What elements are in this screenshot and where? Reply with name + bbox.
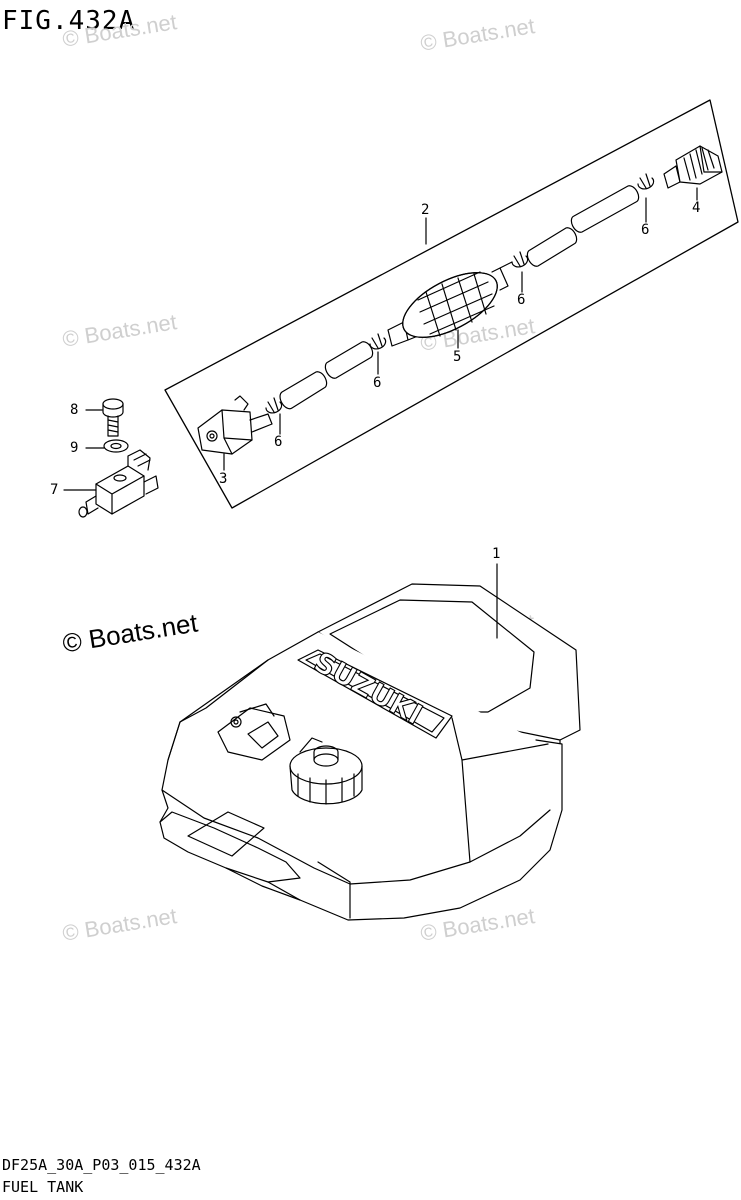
fitting-part-7	[78, 449, 159, 518]
callout-4: 4	[692, 200, 701, 216]
connector-part-4	[663, 145, 723, 189]
callout-3: 3	[219, 471, 228, 487]
drawing-name: FUEL TANK	[2, 1178, 84, 1196]
hose-section	[526, 227, 578, 267]
washer-part-9	[103, 439, 129, 453]
drawing-code: DF25A_30A_P03_015_432A	[2, 1156, 201, 1174]
callout-8: 8	[70, 402, 79, 418]
hose-section	[570, 185, 640, 233]
callout-5: 5	[453, 349, 462, 365]
clamp-part-6	[369, 333, 387, 350]
callout-6: 6	[373, 375, 382, 391]
bolt-part-8	[102, 398, 124, 437]
callout-9: 9	[70, 440, 79, 456]
clamp-part-6	[637, 173, 655, 190]
hose-section	[324, 341, 374, 379]
callout-6: 6	[274, 434, 283, 450]
fuel-tank-part-1	[159, 583, 581, 921]
connector-part-3	[197, 395, 273, 455]
callout-6: 6	[641, 222, 650, 238]
callout-6: 6	[517, 292, 526, 308]
clamp-part-6	[265, 397, 283, 414]
primer-bulb-part-5	[387, 261, 513, 347]
hose-section	[279, 371, 328, 410]
figure-title: FIG.432A	[2, 6, 136, 36]
clamp-part-6	[511, 251, 529, 268]
callout-1: 1	[492, 546, 501, 562]
callout-7: 7	[50, 482, 59, 498]
callout-2: 2	[421, 202, 430, 218]
fuel-line-assembly-outline	[164, 99, 739, 509]
